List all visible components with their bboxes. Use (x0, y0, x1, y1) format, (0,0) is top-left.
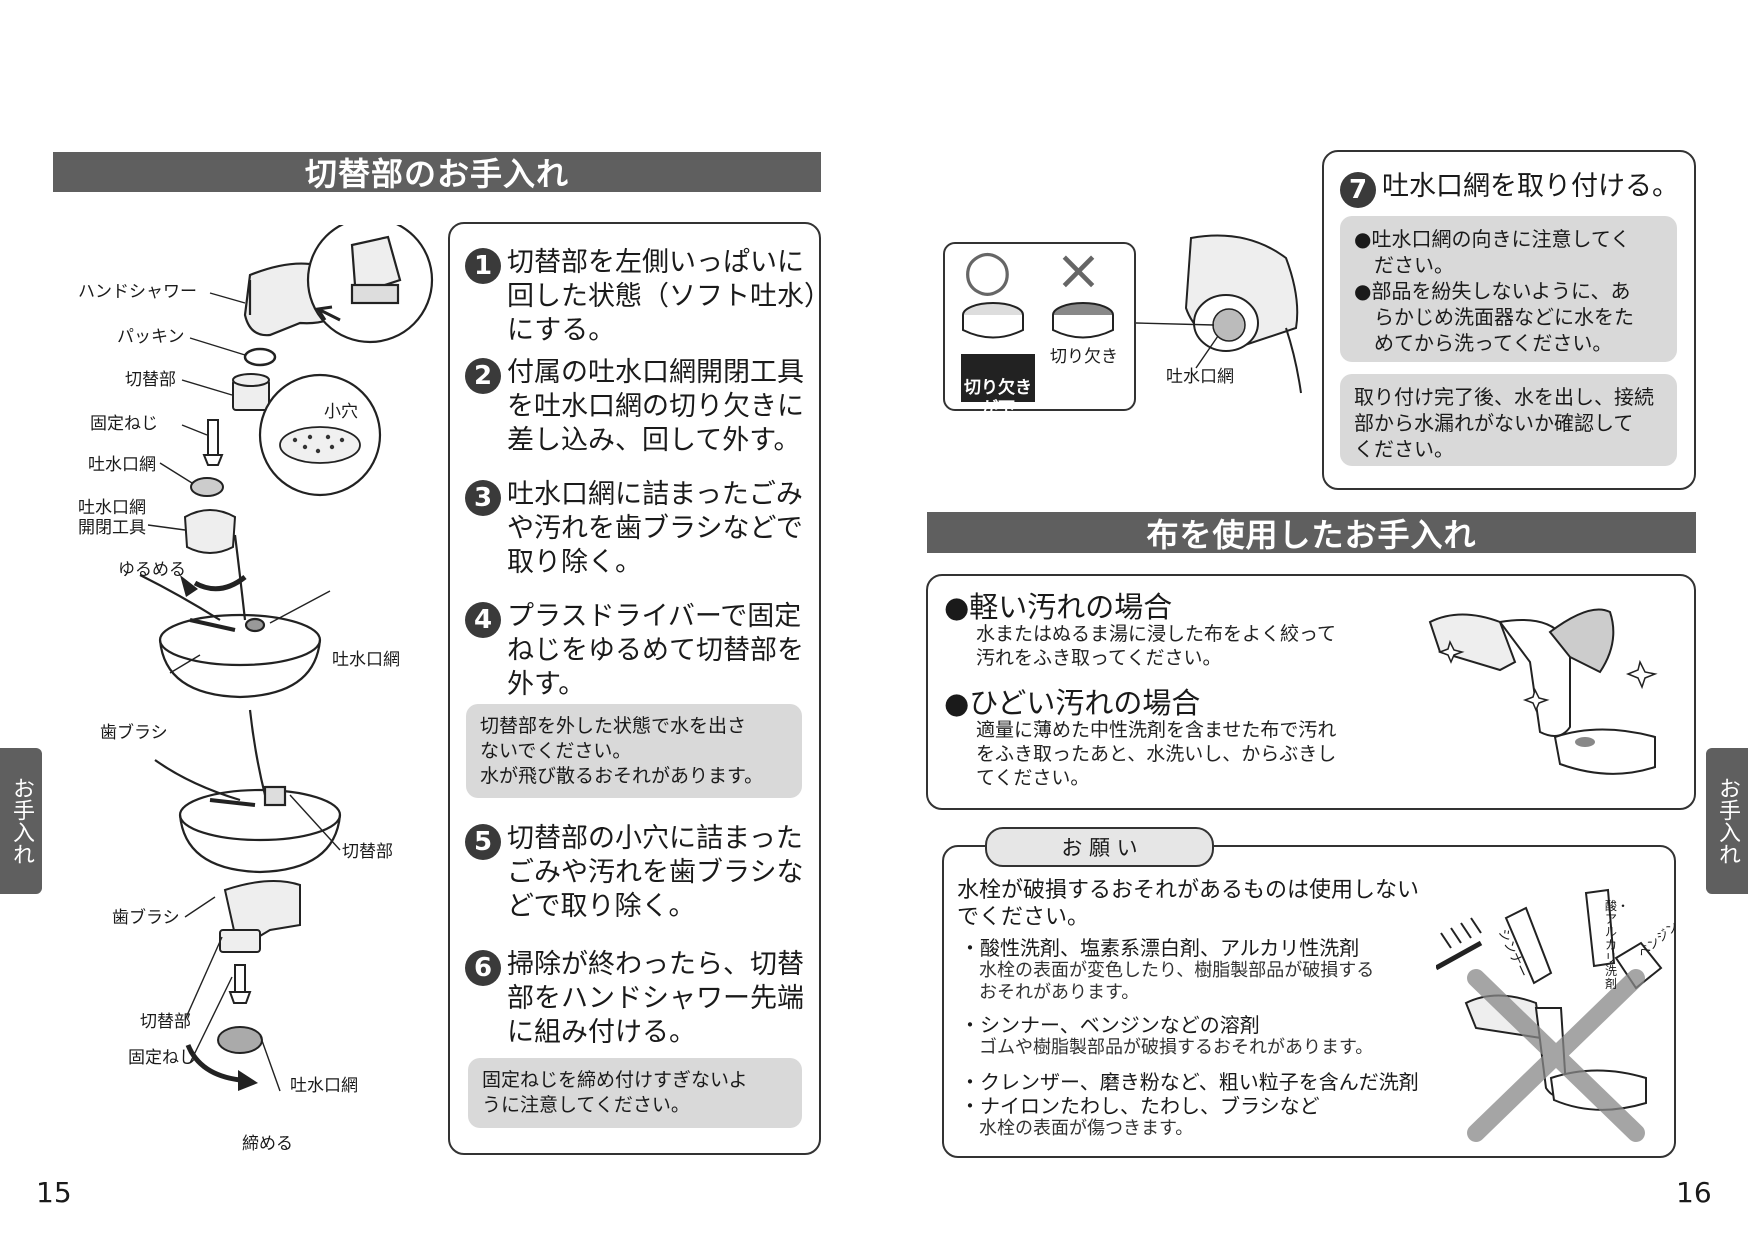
request-item-1-title: ・酸性洗剤、塩素系漂白剤、アルカリ性洗剤 (960, 936, 1360, 960)
prohibited-x-icon (1467, 969, 1645, 1142)
step-number: 7 (1340, 172, 1376, 208)
request-item-1-sub: 水栓の表面が変色したり、樹脂製部品が破損する おそれがあります。 (979, 960, 1375, 1003)
label-switch-part-3: 切替部 (140, 1012, 191, 1032)
label-hand-shower: ハンドシャワー (78, 282, 197, 302)
tighten-arrowhead (238, 1070, 258, 1091)
thinner-bottle-icon (1504, 906, 1553, 985)
label-fixing-screw-2: 固定ねじ (128, 1048, 196, 1068)
label-outlet-net: 吐水口網 (88, 455, 156, 475)
side-tab-left: お手入れ (0, 748, 42, 894)
loosen-arrow (193, 575, 247, 592)
outlet-net-drawing (190, 477, 224, 497)
ok-mark: ○ (963, 238, 1012, 303)
side-tab-right: お手入れ (1706, 748, 1748, 894)
request-item-2-sub: ゴムや樹脂製部品が破損するおそれがあります。 (979, 1037, 1374, 1058)
cloth-section-title: 布を使用したお手入れ (927, 512, 1696, 554)
acid-alkali-bottle-icon (1584, 888, 1616, 968)
hand-shower-drawing (243, 225, 434, 344)
request-item-3-title: ・クレンザー、磨き粉など、粗い粒子を含んだ洗剤 (960, 1070, 1419, 1094)
step-4: 4 プラスドライバーで固定 ねじをゆるめて切替部を 外す。 (465, 600, 804, 702)
label-switch-part: 切替部 (125, 370, 176, 390)
notch-down-label: 切り欠き が下 (961, 354, 1035, 419)
step7-title: 吐水口網を取り付ける。 (1382, 171, 1679, 202)
brush-icon (1436, 917, 1483, 971)
bowl-drawing-1 (139, 534, 322, 699)
light-dirt-body: 水またはぬるま湯に浸した布をよく絞って 汚れをふき取ってください。 (976, 623, 1337, 669)
step-number: 6 (465, 950, 501, 986)
left-title-text: 切替部のお手入れ (304, 155, 569, 193)
page-number-right: 16 (1676, 1176, 1712, 1209)
step-number: 3 (465, 480, 501, 516)
heavy-dirt-body: 適量に薄めた中性洗剤を含ませた布で汚れ をふき取ったあと、水洗いし、からぶきし … (976, 719, 1337, 789)
outlet-net-label-right: 吐水口網 (1166, 367, 1234, 387)
request-item-4-title: ・ナイロンたわし、たわし、ブラシなど (960, 1094, 1320, 1118)
left-section-title: 切替部のお手入れ (53, 152, 821, 193)
label-toothbrush: 歯ブラシ (100, 723, 168, 743)
label-toothbrush-2: 歯ブラシ (112, 908, 180, 928)
step-1: 1 切替部を左側いっぱいに 回した状態（ソフト吐水） にする。 (465, 246, 831, 348)
step-5: 5 切替部の小穴に詰まった ごみや汚れを歯ブラシな どで取り除く。 (465, 822, 803, 924)
label-outlet-net-2: 吐水口網 (332, 650, 400, 670)
step-3: 3 吐水口網に詰まったごみ や汚れを歯ブラシなどで 取り除く。 (465, 478, 803, 580)
step-number: 4 (465, 602, 501, 638)
step-6-caution-note: 固定ねじを締め付けすぎないよ うに注意してください。 (468, 1058, 802, 1128)
notch-down-text: 切り欠き が下 (964, 378, 1032, 419)
step-text: 切替部を左側いっぱいに 回した状態（ソフト吐水） にする。 (507, 247, 831, 346)
steps-box (448, 222, 821, 1155)
step-number: 2 (465, 358, 501, 394)
step-4-caution-note: 切替部を外した状態で水を出さ ないでください。 水が飛び散るおそれがあります。 (466, 704, 802, 798)
switch-part-drawing (232, 373, 270, 411)
step-number: 5 (465, 824, 501, 860)
bowl-drawing-2 (154, 709, 342, 874)
request-item-4-sub: 水栓の表面が傷つきます。 (979, 1118, 1194, 1139)
label-outlet-net-3: 吐水口網 (290, 1076, 358, 1096)
request-item-2-title: ・シンナー、ベンジンなどの溶剤 (960, 1013, 1260, 1037)
faucet-outlet-drawing (1136, 234, 1302, 394)
prohibited-items-drawing (1436, 888, 1663, 1142)
step7-note-1: ●吐水口網の向きに注意してく ださい。 ●部品を紛失しないように、あ らかじめ洗… (1340, 216, 1677, 362)
step7-note-2: 取り付け完了後、水を出し、接続 部から水漏れがないか確認して ください。 (1340, 374, 1677, 466)
heavy-dirt-title: ●ひどい汚れの場合 (944, 686, 1201, 720)
screw-drawing (202, 419, 224, 466)
small-hole-zoom-drawing (258, 373, 382, 497)
step-text: 吐水口網に詰まったごみ や汚れを歯ブラシなどで 取り除く。 (507, 479, 803, 578)
packing-drawing (243, 347, 277, 367)
step-7: 7 吐水口網を取り付ける。 (1340, 170, 1679, 208)
tighten-arrow (185, 1043, 241, 1083)
label-net-tool: 吐水口網 開閉工具 (78, 498, 146, 538)
page-number-left: 15 (36, 1176, 72, 1209)
step-text: プラスドライバーで固定 ねじをゆるめて切替部を 外す。 (507, 601, 804, 700)
step-text: 切替部の小穴に詰まった ごみや汚れを歯ブラシな どで取り除く。 (507, 823, 804, 922)
label-switch-part-2: 切替部 (342, 842, 393, 862)
label-packing: パッキン (117, 327, 185, 347)
side-tab-right-text: お手入れ (1715, 777, 1740, 865)
left-illustration (139, 225, 434, 1092)
reassembly-drawing (217, 880, 301, 1054)
faucet-wiping-drawing (1428, 608, 1658, 775)
cloth-title-text: 布を使用したお手入れ (1146, 515, 1477, 554)
request-label-text: お 願 い (1061, 836, 1138, 860)
request-label-pill: お 願 い (985, 827, 1214, 867)
request-box (942, 845, 1676, 1158)
leader-lines (147, 292, 341, 1092)
net-tool-drawing (183, 509, 237, 554)
label-small-hole: 小穴 (324, 402, 358, 422)
label-tighten: 締める (242, 1134, 293, 1154)
request-lead: 水栓が破損するおそれがあるものは使用しない でください。 (957, 878, 1420, 930)
label-loosen: ゆるめる (118, 560, 186, 580)
notch-label: 切り欠き (1050, 347, 1118, 367)
light-dirt-title: ●軽い汚れの場合 (944, 590, 1173, 624)
loosen-arrowhead (180, 575, 198, 597)
step-6: 6 掃除が終わったら、切替 部をハンドシャワー先端 に組み付ける。 (465, 948, 804, 1050)
net-orientation-drawing (962, 302, 1114, 339)
label-fixing-screw: 固定ねじ (90, 414, 158, 434)
step-2: 2 付属の吐水口網開閉工具 を吐水口網の切り欠きに 差し込み、回して外す。 (465, 356, 804, 458)
ng-mark: × (1055, 238, 1102, 303)
step-text: 付属の吐水口網開閉工具 を吐水口網の切り欠きに 差し込み、回して外す。 (507, 357, 804, 456)
step-number: 1 (465, 248, 501, 284)
step-text: 掃除が終わったら、切替 部をハンドシャワー先端 に組み付ける。 (507, 949, 804, 1048)
bottle-label-acid: 酸・アルカリ洗剤 (1605, 899, 1630, 991)
side-tab-left-text: お手入れ (9, 777, 34, 865)
